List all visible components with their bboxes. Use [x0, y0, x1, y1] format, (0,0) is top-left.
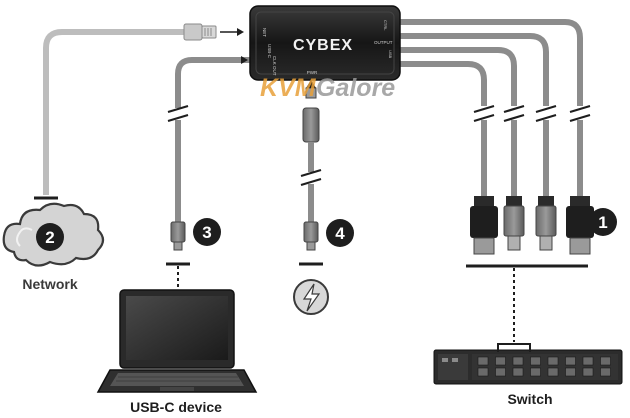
switch-port [512, 356, 524, 366]
callout-4: 4 [326, 219, 354, 247]
switch-port [512, 367, 524, 377]
callout-3-number: 3 [202, 223, 211, 242]
switch-port [477, 367, 489, 377]
switch-port [565, 356, 576, 366]
callout-2-number: 2 [45, 228, 54, 247]
watermark-part2: Galore [316, 74, 395, 102]
cybex-adapter: CYBEX NET USB-C CLK OUT OUTPUT CTRL USB … [249, 5, 401, 81]
arrow-icon [241, 56, 248, 64]
output-cables [400, 19, 591, 196]
port-label-ctrl: CTRL [383, 20, 388, 31]
network-label: Network [22, 276, 77, 292]
displayport-connector [470, 196, 498, 255]
callout-4-number: 4 [335, 224, 345, 243]
watermark: KVM Galore [260, 74, 395, 102]
usb-connector-2 [535, 196, 557, 251]
switch-port [477, 356, 489, 366]
arrow-up-icon [306, 80, 316, 88]
switch-port [530, 367, 541, 377]
switch-port [495, 356, 506, 366]
port-label-clk: CLK OUT [272, 56, 277, 76]
displayport-connector-2 [566, 196, 594, 255]
switch-port [530, 356, 541, 366]
laptop-icon [96, 289, 258, 393]
switch-port [547, 367, 559, 377]
port-label-net: NET [262, 28, 267, 37]
power-cable [299, 80, 323, 266]
switch-label: Switch [507, 391, 552, 407]
switch-port [565, 367, 576, 377]
port-label-usb: USB [388, 50, 393, 59]
network-cable [34, 23, 244, 200]
switch-port [582, 356, 594, 366]
watermark-part1: KVM [260, 74, 317, 102]
usb-c-cable [166, 56, 252, 290]
port-label-output: OUTPUT [374, 40, 393, 45]
switch-port [582, 367, 594, 377]
usb-c-device-label: USB-C device [130, 399, 222, 415]
usb-connector [503, 196, 525, 251]
port-label-pwr: PWR [307, 70, 318, 75]
callout-1-number: 1 [598, 213, 607, 232]
port-label-usbc: USB-C [267, 44, 272, 59]
switch-port [600, 367, 611, 377]
callout-3: 3 [193, 218, 221, 246]
kvm-switch-icon [433, 349, 623, 385]
switch-port [547, 356, 559, 366]
switch-ports [477, 356, 611, 377]
callout-1: 1 [589, 208, 617, 236]
switch-bracket [466, 264, 588, 342]
switch-port [495, 367, 506, 377]
brand-label: CYBEX [293, 37, 353, 54]
lightning-bolt-icon [302, 283, 321, 312]
power-icon [293, 279, 329, 315]
switch-port [600, 356, 611, 366]
callout-2: 2 [36, 223, 64, 251]
switch-port-bracket [497, 343, 531, 352]
